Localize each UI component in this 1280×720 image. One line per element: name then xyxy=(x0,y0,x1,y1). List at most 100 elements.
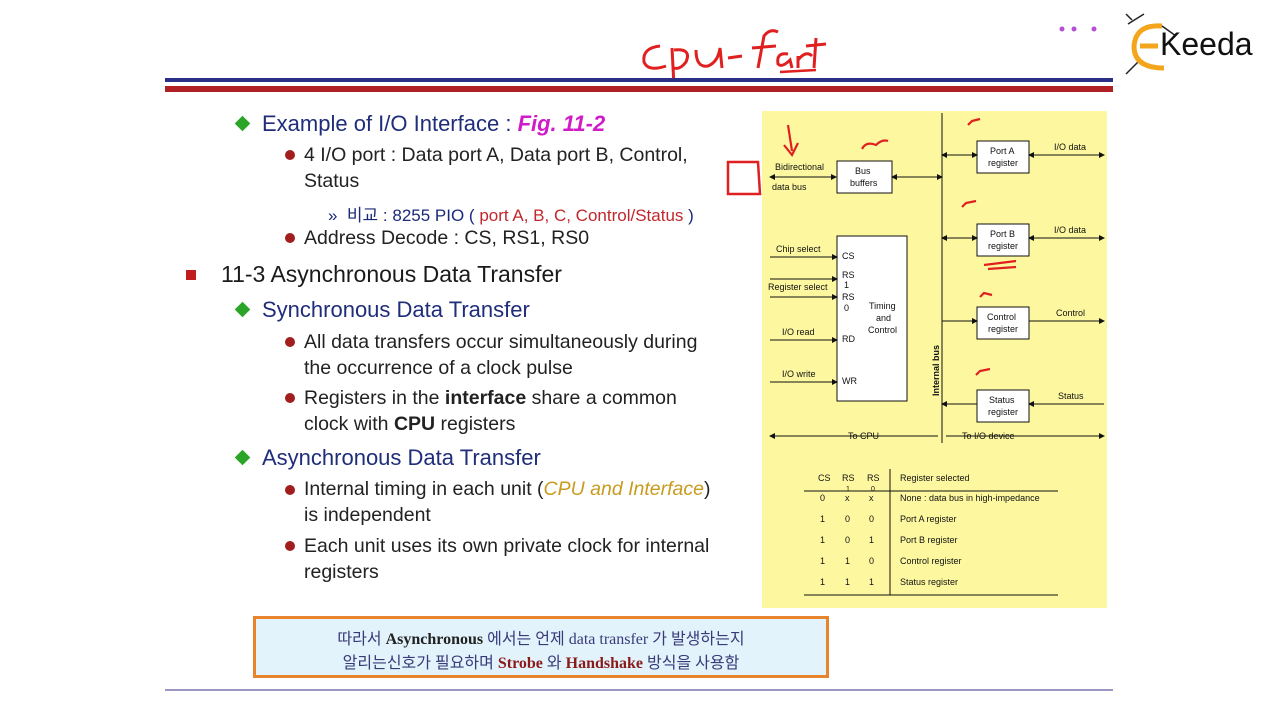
svg-text:Timing: Timing xyxy=(869,301,896,311)
svg-text:RD: RD xyxy=(842,334,855,344)
svg-text:cpu-fast: cpu-fast xyxy=(630,18,634,19)
header-rule-red xyxy=(165,86,1113,92)
svg-text:0: 0 xyxy=(869,514,874,524)
sync-item1-l2: the occurrence of a clock pulse xyxy=(304,357,573,379)
svg-text:To I/O device: To I/O device xyxy=(962,431,1015,441)
svg-text:Register select: Register select xyxy=(768,282,828,292)
address-decode-line: Address Decode : CS, RS1, RS0 xyxy=(304,227,590,249)
handwritten-ticks xyxy=(783,117,1017,376)
svg-text:Register selected: Register selected xyxy=(900,473,970,483)
svg-text:1: 1 xyxy=(846,486,850,493)
svg-text:register: register xyxy=(988,407,1018,417)
svg-text:Internal bus: Internal bus xyxy=(931,345,941,396)
svg-text:Status register: Status register xyxy=(900,577,958,587)
svg-text:1: 1 xyxy=(820,535,825,545)
summary-note-line1: 따라서 Asynchronous 에서는 언제 data transfer 가 … xyxy=(337,631,745,648)
svg-text:RS: RS xyxy=(842,270,855,280)
handwritten-annotation: cpu-fast xyxy=(630,18,827,78)
svg-text:RS: RS xyxy=(867,473,880,483)
svg-text:1: 1 xyxy=(869,535,874,545)
bullet-dot xyxy=(285,150,295,160)
example-io-interface: Example of I/O Interface : Fig. 11-2 xyxy=(262,111,606,136)
bullet-dot xyxy=(285,337,295,347)
sync-item2-l1: Registers in the interface share a commo… xyxy=(304,387,677,409)
async-item2-l2: registers xyxy=(304,561,379,583)
svg-text:I/O write: I/O write xyxy=(782,369,816,379)
io-port-line-cont: Status xyxy=(304,170,360,192)
svg-text:1: 1 xyxy=(820,556,825,566)
svg-text:I/O data: I/O data xyxy=(1054,225,1086,235)
io-interface-figure: Internal bus Bidirectional data bus Bus … xyxy=(762,111,1107,608)
svg-text:0: 0 xyxy=(845,514,850,524)
bullet-diamond xyxy=(234,115,251,132)
bullet-dot xyxy=(285,233,295,243)
svg-text:1: 1 xyxy=(820,577,825,587)
svg-text:CS: CS xyxy=(818,473,831,483)
svg-text:1: 1 xyxy=(845,577,850,587)
svg-text:Port A register: Port A register xyxy=(900,514,957,524)
decor-dots xyxy=(1059,26,1097,32)
register-select-table: CS RS RS Register selected 1 0 0 x x Non… xyxy=(804,469,1058,596)
svg-text:I/O data: I/O data xyxy=(1054,142,1086,152)
svg-text:CS: CS xyxy=(842,251,855,261)
svg-text:Control: Control xyxy=(1056,308,1085,318)
footer-rule xyxy=(165,689,1113,691)
svg-text:RS: RS xyxy=(842,292,855,302)
summary-note-line2: 알리는신호가 필요하며 Strobe 와 Handshake 방식을 사용함 xyxy=(342,655,740,672)
section-heading: 11-3 Asynchronous Data Transfer xyxy=(221,261,562,287)
svg-text:x: x xyxy=(845,493,850,503)
svg-text:Bidirectional: Bidirectional xyxy=(775,162,824,172)
svg-text:1: 1 xyxy=(820,514,825,524)
svg-text:data bus: data bus xyxy=(772,182,807,192)
svg-text:Status: Status xyxy=(989,395,1015,405)
svg-text:0: 0 xyxy=(871,486,875,493)
fig-reference: Fig. 11-2 xyxy=(517,111,606,136)
bullet-diamond xyxy=(234,301,251,318)
svg-text:Control: Control xyxy=(987,312,1016,322)
pio-compare-note: » 비교 : 8255 PIO ( port A, B, C, Control/… xyxy=(328,206,694,225)
brand-name: Keeda xyxy=(1160,26,1253,62)
svg-text:1: 1 xyxy=(844,280,849,290)
async-item1-l1: Internal timing in each unit (CPU and In… xyxy=(304,478,711,500)
bullet-square xyxy=(186,270,196,280)
svg-text:x: x xyxy=(869,493,874,503)
svg-text:0: 0 xyxy=(869,556,874,566)
svg-text:I/O read: I/O read xyxy=(782,327,815,337)
svg-text:Port B: Port B xyxy=(990,229,1015,239)
svg-text:Control register: Control register xyxy=(900,556,962,566)
svg-text:Control: Control xyxy=(868,325,897,335)
svg-text:0: 0 xyxy=(845,535,850,545)
svg-text:WR: WR xyxy=(842,376,857,386)
sync-item1-l1: All data transfers occur simultaneously … xyxy=(304,331,698,353)
header-rule-blue xyxy=(165,78,1113,82)
ekeeda-logo-icon xyxy=(1125,13,1177,75)
async-item2-l1: Each unit uses its own private clock for… xyxy=(304,535,710,557)
svg-text:1: 1 xyxy=(869,577,874,587)
bullet-dot xyxy=(285,393,295,403)
svg-text:register: register xyxy=(988,241,1018,251)
async-heading: Asynchronous Data Transfer xyxy=(262,445,541,470)
svg-text:register: register xyxy=(988,324,1018,334)
svg-text:Port B register: Port B register xyxy=(900,535,958,545)
svg-text:Bus: Bus xyxy=(855,166,871,176)
bullet-dot xyxy=(285,541,295,551)
svg-text:1: 1 xyxy=(845,556,850,566)
sync-item2-l2: clock with CPU registers xyxy=(304,413,516,435)
bullet-dot xyxy=(285,485,295,495)
svg-text:Port A: Port A xyxy=(990,146,1015,156)
svg-text:Chip select: Chip select xyxy=(776,244,821,254)
svg-text:register: register xyxy=(988,158,1018,168)
summary-note-box: 따라서 Asynchronous 에서는 언제 data transfer 가 … xyxy=(253,616,829,678)
svg-text:buffers: buffers xyxy=(850,178,878,188)
bullet-diamond xyxy=(234,449,251,466)
svg-text:To CPU: To CPU xyxy=(848,431,879,441)
svg-text:RS: RS xyxy=(842,473,855,483)
handwritten-box xyxy=(726,160,762,196)
svg-text:None : data bus in high-impeda: None : data bus in high-impedance xyxy=(900,493,1040,503)
sync-heading: Synchronous Data Transfer xyxy=(262,297,530,322)
svg-text:Status: Status xyxy=(1058,391,1084,401)
svg-text:0: 0 xyxy=(820,493,825,503)
svg-text:0: 0 xyxy=(844,303,849,313)
io-port-line: 4 I/O port : Data port A, Data port B, C… xyxy=(304,144,688,166)
svg-text:and: and xyxy=(876,313,891,323)
